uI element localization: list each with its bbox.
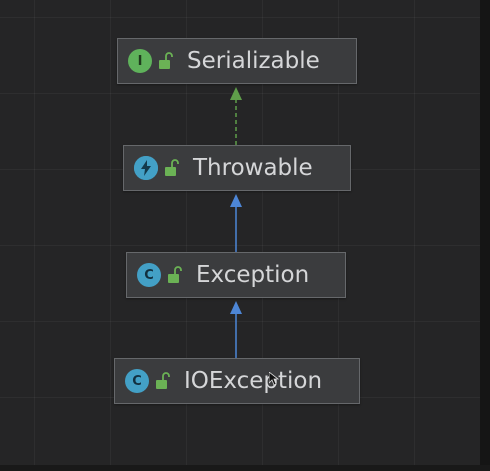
window-edge-bottom — [0, 465, 490, 471]
lightning-class-icon — [134, 156, 158, 180]
mouse-cursor-icon — [269, 372, 279, 386]
node-label-serializable: Serializable — [187, 48, 320, 74]
node-ioexception[interactable]: C IOException — [114, 358, 360, 404]
node-throwable[interactable]: Throwable — [123, 145, 351, 191]
unlocked-padlock-icon — [156, 372, 170, 389]
node-label-throwable: Throwable — [193, 155, 313, 181]
node-label-ioexception: IOException — [184, 368, 323, 394]
node-exception[interactable]: C Exception — [126, 252, 346, 298]
node-label-exception: Exception — [196, 262, 310, 288]
class-icon: C — [125, 369, 149, 393]
class-icon: C — [137, 263, 161, 287]
unlocked-padlock-icon — [168, 266, 182, 283]
node-serializable[interactable]: I Serializable — [117, 38, 357, 84]
unlocked-padlock-icon — [159, 52, 173, 69]
window-edge-right — [480, 0, 490, 471]
unlocked-padlock-icon — [165, 159, 179, 176]
interface-icon: I — [128, 49, 152, 73]
